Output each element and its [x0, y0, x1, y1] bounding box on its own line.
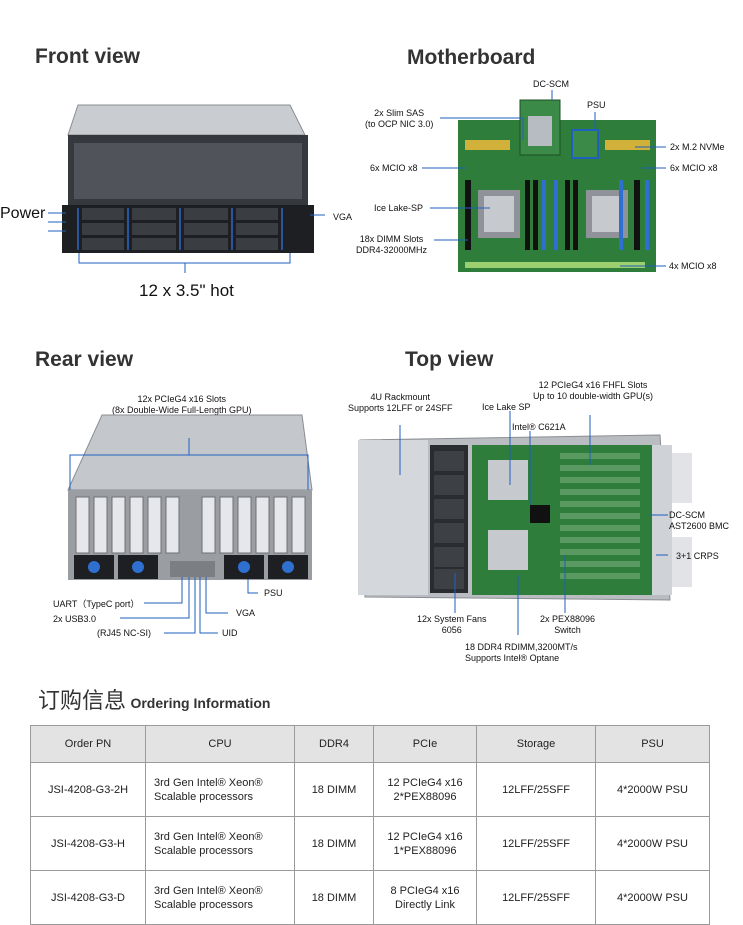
mb-mcio-right-label: 6x MCIO x8 — [670, 163, 718, 173]
ordering-title-en: Ordering Information — [130, 695, 271, 711]
top-rack-line2: Supports 12LFF or 24SFF — [348, 403, 453, 413]
rear-view-figure — [67, 414, 313, 634]
mb-slim-sas-line2: (to OCP NIC 3.0) — [365, 119, 434, 129]
mb-dimm-line1: 18x DIMM Slots — [359, 234, 424, 244]
top-pcie-line2: Up to 10 double-width GPU(s) — [533, 391, 654, 401]
cell-pcie-line2: Directly Link — [395, 898, 455, 911]
table-row: JSI-4208-G3-2H 3rd Gen Intel® Xeon® Scal… — [30, 762, 710, 817]
top-rack-line1: 4U Rackmount — [370, 392, 431, 402]
mb-dcscm-label: DC-SCM — [533, 79, 569, 89]
ordering-title: 订购信息 Ordering Information — [38, 683, 270, 715]
rear-psu-label: PSU — [264, 588, 283, 598]
table-row: JSI-4208-G3-H 3rd Gen Intel® Xeon® Scala… — [30, 816, 710, 871]
rear-pcie-line2: (8x Double-Wide Full-Length GPU) — [112, 405, 252, 415]
front-power-label: Power — [0, 205, 46, 222]
cell-order-pn: JSI-4208-G3-2H — [30, 762, 146, 817]
col-pcie: PCIe — [373, 725, 477, 763]
cell-psu: 4*2000W PSU — [595, 816, 710, 871]
top-fans-line1: 12x System Fans — [417, 614, 487, 624]
cell-cpu-line1: 3rd Gen Intel® Xeon® — [154, 776, 263, 789]
col-ddr4: DDR4 — [294, 725, 374, 763]
col-order-pn: Order PN — [30, 725, 146, 763]
mb-dimm-line2: DDR4-32000MHz — [356, 245, 428, 255]
rear-pcie-line1: 12x PCIeG4 x16 Slots — [137, 394, 227, 404]
cell-pcie-line2: 1*PEX88096 — [393, 844, 457, 857]
cell-psu: 4*2000W PSU — [595, 870, 710, 925]
front-view-title: Front view — [35, 45, 141, 68]
top-view-figure — [358, 411, 692, 635]
top-ddr-label: 18 DDR4 RDIMM,3200MT/s Supports Intel® O… — [465, 642, 578, 664]
front-vga-label: VGA — [333, 212, 353, 222]
mb-slim-sas-line1: 2x Slim SAS — [374, 108, 425, 118]
cell-pcie-line2: 2*PEX88096 — [393, 790, 457, 803]
col-psu: PSU — [595, 725, 710, 763]
cell-order-pn: JSI-4208-G3-H — [30, 816, 146, 871]
mb-mcio-bottom-label: 4x MCIO x8 — [669, 261, 717, 271]
cell-pcie: 12 PCIeG4 x16 2*PEX88096 — [373, 762, 477, 817]
top-crps-label: 3+1 CRPS — [676, 551, 719, 561]
rear-uid-label: UID — [222, 628, 238, 638]
table-header-row: Order PN CPU DDR4 PCIe Storage PSU — [30, 725, 710, 763]
cell-psu: 4*2000W PSU — [595, 762, 710, 817]
table-row: JSI-4208-G3-D 3rd Gen Intel® Xeon® Scala… — [30, 870, 710, 925]
cell-cpu-line2: Scalable processors — [154, 844, 254, 857]
col-cpu: CPU — [145, 725, 295, 763]
cell-pcie-line1: 12 PCIeG4 x16 — [387, 776, 463, 789]
mb-mcio-left-label: 6x MCIO x8 — [370, 163, 418, 173]
top-ddr-line2: Supports Intel® Optane — [465, 653, 560, 663]
mb-psu-label: PSU — [587, 100, 606, 110]
cell-pcie-line1: 12 PCIeG4 x16 — [387, 830, 463, 843]
mb-m2-label: 2x M.2 NVMe — [670, 142, 725, 152]
cell-cpu-line2: Scalable processors — [154, 790, 254, 803]
top-dcscm-line2: AST2600 BMC — [669, 521, 730, 531]
motherboard-title: Motherboard — [407, 46, 536, 69]
mb-icelake-label: Ice Lake-SP — [374, 203, 424, 213]
cell-ddr4: 18 DIMM — [294, 762, 374, 817]
cell-ddr4: 18 DIMM — [294, 816, 374, 871]
top-switch-line1: 2x PEX88096 — [540, 614, 596, 624]
ordering-title-cn: 订购信息 — [38, 689, 127, 714]
top-ddr-line1: 18 DDR4 RDIMM,3200MT/s — [465, 642, 578, 652]
cell-pcie-line1: 8 PCIeG4 x16 — [390, 884, 460, 897]
top-switch-label: 2x PEX88096 Switch — [540, 614, 595, 636]
cell-storage: 12LFF/25SFF — [476, 816, 596, 871]
front-bays-label: 12 x 3.5" hot — [139, 281, 234, 300]
rear-usb-label: 2x USB3.0 — [53, 614, 97, 624]
cell-pcie: 12 PCIeG4 x16 1*PEX88096 — [373, 816, 477, 871]
col-storage: Storage — [476, 725, 596, 763]
rear-pcie-label: 12x PCIeG4 x16 Slots (8x Double-Wide Ful… — [112, 394, 252, 416]
rear-vga-label: VGA — [236, 608, 256, 618]
rear-view-title: Rear view — [35, 348, 134, 371]
top-switch-line2: Switch — [554, 625, 581, 635]
cell-cpu-line2: Scalable processors — [154, 898, 254, 911]
top-pcie-label: 12 PCIeG4 x16 FHFL Slots Up to 10 double… — [533, 380, 653, 402]
ordering-table: Order PN CPU DDR4 PCIe Storage PSU JSI-4… — [30, 725, 710, 925]
cell-order-pn: JSI-4208-G3-D — [30, 870, 146, 925]
cell-storage: 12LFF/25SFF — [476, 870, 596, 925]
cell-cpu: 3rd Gen Intel® Xeon® Scalable processors — [145, 816, 295, 871]
motherboard-figure — [422, 90, 666, 272]
top-view-title: Top view — [405, 348, 494, 371]
front-view-figure — [48, 104, 325, 273]
cell-storage: 12LFF/25SFF — [476, 762, 596, 817]
top-fans-line2: 6056 — [441, 625, 462, 635]
mb-slim-sas-label: 2x Slim SAS (to OCP NIC 3.0) — [365, 108, 433, 130]
top-pcie-line1: 12 PCIeG4 x16 FHFL Slots — [538, 380, 648, 390]
cell-cpu: 3rd Gen Intel® Xeon® Scalable processors — [145, 762, 295, 817]
top-dcscm-label: DC-SCM AST2600 BMC — [669, 510, 729, 532]
cell-cpu-line1: 3rd Gen Intel® Xeon® — [154, 830, 263, 843]
top-dcscm-line1: DC-SCM — [669, 510, 705, 520]
top-fans-label: 12x System Fans 6056 — [417, 614, 487, 636]
mb-dimm-label: 18x DIMM Slots DDR4-32000MHz — [356, 234, 427, 256]
cell-pcie: 8 PCIeG4 x16 Directly Link — [373, 870, 477, 925]
rear-rj45-label: (RJ45 NC-SI) — [97, 628, 152, 638]
cell-cpu: 3rd Gen Intel® Xeon® Scalable processors — [145, 870, 295, 925]
top-icelake-label: Ice Lake SP — [482, 402, 531, 412]
top-rack-label: 4U Rackmount Supports 12LFF or 24SFF — [348, 392, 453, 414]
cell-ddr4: 18 DIMM — [294, 870, 374, 925]
top-c621a-label: Intel® C621A — [512, 422, 566, 432]
rear-uart-label: UART（TypeC port） — [53, 599, 140, 609]
cell-cpu-line1: 3rd Gen Intel® Xeon® — [154, 884, 263, 897]
